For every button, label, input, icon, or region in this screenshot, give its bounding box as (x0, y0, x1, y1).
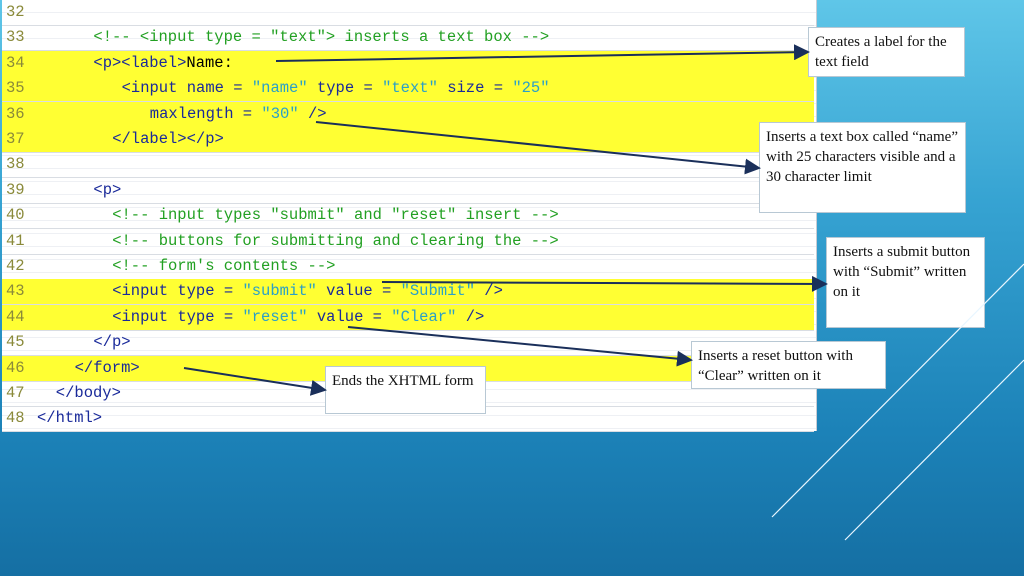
code-token-tag: /> (475, 282, 503, 301)
code-line: 48 </html> (2, 406, 814, 433)
code-line: 34 <p><label>Name: (2, 50, 814, 77)
code-line: 36 maxlength = "30" /> (2, 101, 814, 128)
code-token-val: "text" (382, 79, 438, 98)
code-token-tag: </body> (55, 384, 121, 402)
code-token-tag: /> (298, 104, 327, 123)
code-token-attr: value = (316, 282, 401, 301)
code-token-tag: </form> (74, 358, 140, 377)
code-line: 35 <input name = "name" type = "text" siz… (2, 76, 814, 103)
callout-reset: Inserts a reset button with “Clear” writ… (691, 341, 886, 389)
code-line: 40 <!-- input types "submit" and "reset" … (2, 203, 814, 230)
line-number: 42 (6, 257, 25, 275)
code-token-tag: </html> (37, 409, 103, 428)
code-token-val: "25" (512, 79, 550, 98)
code-text: <!-- form's contents --> (112, 254, 335, 279)
code-text: </form> (75, 356, 140, 381)
code-token-tag: <p> (93, 180, 122, 199)
code-text: </label></p> (112, 127, 224, 152)
code-token-text: Name: (186, 53, 233, 72)
code-token-attr: type = (177, 282, 243, 301)
code-token-attr: type = (177, 307, 243, 326)
code-token-attr: type = (307, 79, 383, 98)
line-number: 35 (6, 79, 25, 98)
code-token-comment: <!-- input types "submit" and "reset" in… (112, 206, 559, 225)
callout-label: Creates a label for the text field (808, 27, 965, 77)
code-token-tag: </label></p> (112, 130, 224, 148)
code-token-val: "reset" (242, 307, 308, 326)
line-number: 46 (6, 358, 25, 377)
line-number: 44 (6, 307, 25, 326)
code-token-tag: <p><label> (93, 53, 187, 72)
line-number: 32 (6, 3, 25, 21)
callout-submit: Inserts a submit button with “Submit” wr… (826, 237, 985, 328)
code-text: <!-- input types "submit" and "reset" in… (112, 203, 558, 228)
line-number: 40 (6, 206, 25, 225)
line-number: 43 (6, 282, 25, 301)
line-number: 38 (6, 155, 25, 174)
line-number: 37 (6, 130, 25, 148)
code-line: 33 <!-- <input type = "text"> inserts a t… (2, 25, 814, 52)
code-token-attr: maxlength = (149, 104, 262, 123)
callout-form-end: Ends the XHTML form (325, 366, 486, 414)
code-line: 44 <input type = "reset" value = "Clear" … (2, 304, 814, 331)
code-line: 42 <!-- form's contents --> (2, 254, 814, 280)
code-text: </p> (93, 330, 130, 355)
line-number: 45 (6, 333, 25, 352)
code-token-comment: <!-- buttons for submitting and clearing… (112, 231, 559, 250)
code-text: <p> (93, 178, 121, 203)
code-token-attr: size = (437, 79, 513, 98)
code-token-comment: <!-- form's contents --> (112, 257, 336, 275)
code-token-val: "Submit" (400, 282, 475, 301)
line-number: 33 (6, 28, 25, 47)
code-text: <input name = "name" type = "text" size … (122, 76, 550, 101)
code-text: maxlength = "30" /> (150, 102, 327, 127)
code-text: </html> (37, 406, 102, 431)
line-number: 34 (6, 53, 25, 72)
code-text: <input type = "reset" value = "Clear" /> (112, 305, 484, 330)
code-line: 41 <!-- buttons for submitting and cleari… (2, 229, 814, 255)
code-line: 38 (2, 152, 814, 179)
code-text: <input type = "submit" value = "Submit" … (112, 279, 503, 304)
code-text: <p><label>Name: (93, 51, 233, 76)
code-token-attr: name = (186, 79, 252, 98)
line-number: 48 (6, 409, 25, 428)
code-token-tag: </p> (93, 333, 131, 352)
line-number: 39 (6, 180, 25, 199)
code-token-attr: value = (307, 307, 392, 326)
code-token-tag: <input (121, 79, 187, 98)
code-text: <!-- buttons for submitting and clearing… (112, 229, 558, 254)
line-number: 36 (6, 104, 25, 123)
code-token-val: "Clear" (391, 307, 457, 326)
code-text: </body> (56, 381, 121, 406)
code-text: <!-- <input type = "text"> inserts a tex… (93, 25, 549, 50)
line-number: 41 (6, 231, 25, 250)
callout-textbox: Inserts a text box called “name” with 25… (759, 122, 966, 213)
code-token-tag: <input (112, 307, 178, 326)
code-token-val: "name" (251, 79, 308, 98)
code-token-val: "submit" (242, 282, 317, 301)
code-token-tag: /> (456, 307, 485, 326)
code-line: 32 (2, 0, 814, 26)
code-line: 37 </label></p> (2, 127, 814, 153)
code-token-tag: <input (112, 282, 178, 301)
line-number: 47 (6, 384, 25, 402)
code-token-val: "30" (261, 104, 299, 123)
code-line: 43 <input type = "submit" value = "Submit… (2, 279, 814, 306)
code-token-comment: <!-- <input type = "text"> inserts a tex… (93, 28, 550, 47)
code-line: 39 <p> (2, 178, 814, 204)
